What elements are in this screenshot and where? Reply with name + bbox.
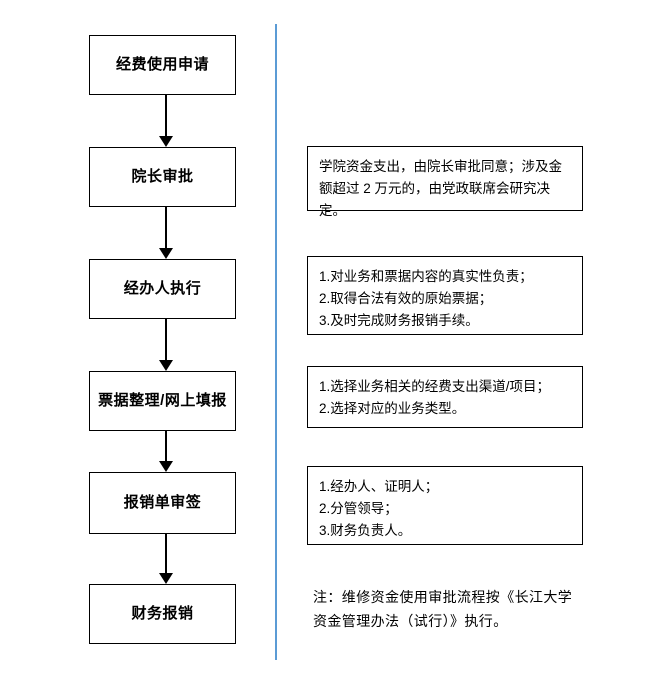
annotation-text: 学院资金支出，由院长审批同意；涉及金额超过 2 万元的，由党政联席会研究决定。 [319, 159, 562, 218]
process-node-financial-reimbursement[interactable]: 财务报销 [89, 584, 236, 644]
annotation-line: 2.取得合法有效的原始票据； [319, 290, 493, 306]
process-node-dean-approval[interactable]: 院长审批 [89, 147, 236, 207]
annotation-line: 2.分管领导； [319, 500, 398, 516]
connector-arrow-down [159, 534, 173, 584]
connector-arrow-down [159, 319, 173, 371]
annotation-line: 3.财务负责人。 [319, 522, 412, 538]
process-node-label: 票据整理/网上填报 [98, 392, 227, 409]
connector-arrow-down [159, 95, 173, 147]
annotation-line: 1.经办人、证明人； [319, 479, 439, 494]
process-node-label: 经办人执行 [123, 280, 202, 297]
arrow-shaft [165, 431, 168, 461]
footer-note: 注：维修资金使用审批流程按《长江大学资金管理办法（试行）》执行。 [313, 589, 573, 629]
process-node-label: 财务报销 [131, 605, 194, 622]
annotation-line: 3.及时完成财务报销手续。 [319, 312, 479, 328]
arrow-shaft [165, 95, 168, 136]
annotation-line: 2.选择对应的业务类型。 [319, 400, 466, 416]
annotation-box-invoice-online-filing: 1.选择业务相关的经费支出渠道/项目； 2.选择对应的业务类型。 [307, 366, 583, 428]
arrow-head-icon [159, 136, 173, 147]
vertical-divider [275, 24, 277, 660]
process-node-label: 经费使用申请 [115, 56, 209, 73]
process-node-handler-execution[interactable]: 经办人执行 [89, 259, 236, 319]
process-node-reimbursement-signoff[interactable]: 报销单审签 [89, 472, 236, 534]
arrow-head-icon [159, 360, 173, 371]
annotation-line: 1.选择业务相关的经费支出渠道/项目； [319, 379, 551, 394]
connector-arrow-down [159, 431, 173, 472]
connector-arrow-down [159, 207, 173, 259]
arrow-head-icon [159, 248, 173, 259]
process-node-label: 报销单审签 [123, 494, 202, 511]
arrow-shaft [165, 319, 168, 360]
process-node-application[interactable]: 经费使用申请 [89, 35, 236, 95]
annotation-box-handler-execution: 1.对业务和票据内容的真实性负责； 2.取得合法有效的原始票据； 3.及时完成财… [307, 256, 583, 335]
arrow-shaft [165, 534, 168, 573]
annotation-box-reimbursement-signoff: 1.经办人、证明人； 2.分管领导； 3.财务负责人。 [307, 466, 583, 545]
process-node-label: 院长审批 [131, 168, 194, 185]
annotation-line: 1.对业务和票据内容的真实性负责； [319, 269, 533, 284]
arrow-head-icon [159, 573, 173, 584]
arrow-head-icon [159, 461, 173, 472]
process-node-invoice-online-filing[interactable]: 票据整理/网上填报 [89, 371, 236, 431]
arrow-shaft [165, 207, 168, 248]
annotation-box-dean-approval: 学院资金支出，由院长审批同意；涉及金额超过 2 万元的，由党政联席会研究决定。 [307, 146, 583, 218]
